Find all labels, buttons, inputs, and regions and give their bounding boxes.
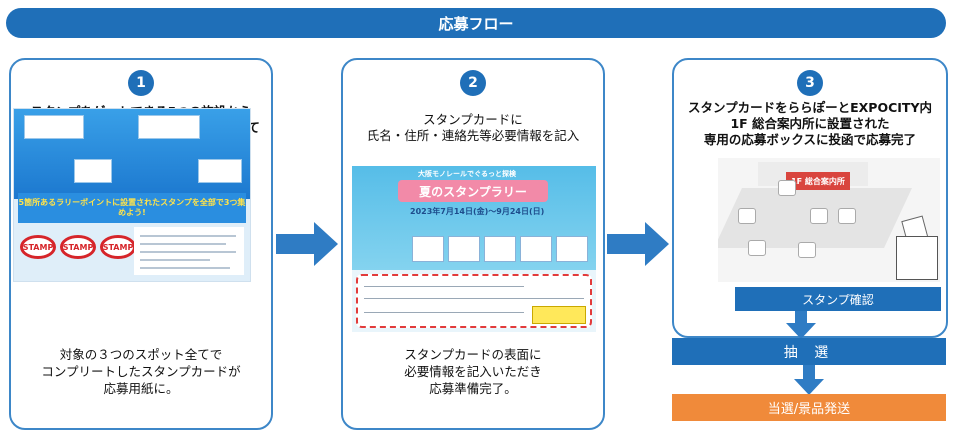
stamp-card-title: 夏のスタンプラリー xyxy=(398,180,548,202)
down-arrow-icon xyxy=(786,311,816,339)
step-2-number: 2 xyxy=(460,70,486,96)
stamp-b: STAMP xyxy=(60,235,96,259)
winner-step: 当選/景品発送 xyxy=(672,394,946,421)
step-3-heading: スタンプカードをららぽーとEXPOCITY内 1F 総合案内所に設置された 専用… xyxy=(688,100,932,147)
stamp-check-label: スタンプ確認 xyxy=(802,292,874,307)
lottery-step: 抽 選 xyxy=(672,338,946,365)
winner-label: 当選/景品発送 xyxy=(767,402,851,417)
stamp-card-subtitle: 大阪モノレールでぐるっと探検 xyxy=(418,170,516,178)
stamp-check-step: スタンプ確認 xyxy=(735,287,941,311)
step-1-number: 1 xyxy=(128,70,154,96)
stamp-rally-map-image: 5箇所あるラリーポイントに設置されたスタンプを全部で3つ集めよう! STAMP … xyxy=(13,108,251,282)
entry-form-area xyxy=(356,274,592,328)
floor-map-image: 1F 総合案内所 xyxy=(718,158,940,282)
flow-title-banner: 応募フロー xyxy=(6,8,946,38)
checkbox-note xyxy=(532,306,586,324)
flyer-info-block xyxy=(134,227,244,275)
facility-box xyxy=(24,115,84,139)
step-3-number: 3 xyxy=(797,70,823,96)
stamp-a: STAMP xyxy=(20,235,56,259)
facility-box xyxy=(74,159,112,183)
step-2-caption: スタンプカードの表面に 必要情報を記入いただき 応募準備完了。 xyxy=(404,347,542,396)
step-1-caption: 対象の３つのスポット全てで コンプリートしたスタンプカードが 応募用紙に。 xyxy=(41,347,241,396)
facility-box xyxy=(198,159,242,183)
flow-title: 応募フロー xyxy=(438,14,514,33)
entry-box-icon xyxy=(896,236,938,280)
step-2-heading: スタンプカードに 氏名・住所・連絡先等必要情報を記入 xyxy=(366,112,580,143)
info-desk-label: 1F 総合案内所 xyxy=(786,172,850,190)
flyer-banner: 5箇所あるラリーポイントに設置されたスタンプを全部で3つ集めよう! xyxy=(18,193,246,223)
lottery-label: 抽 選 xyxy=(783,344,835,361)
right-arrow-icon xyxy=(607,222,669,266)
right-arrow-icon xyxy=(276,222,338,266)
stamp-card-dates: 2023年7月14日(金)〜9月24日(日) xyxy=(410,207,545,216)
stamp-c: STAMP xyxy=(100,235,136,259)
facility-box xyxy=(138,115,200,139)
stamp-card-image: 大阪モノレールでぐるっと探検 夏のスタンプラリー 2023年7月14日(金)〜9… xyxy=(352,166,596,332)
down-arrow-icon xyxy=(794,365,824,395)
